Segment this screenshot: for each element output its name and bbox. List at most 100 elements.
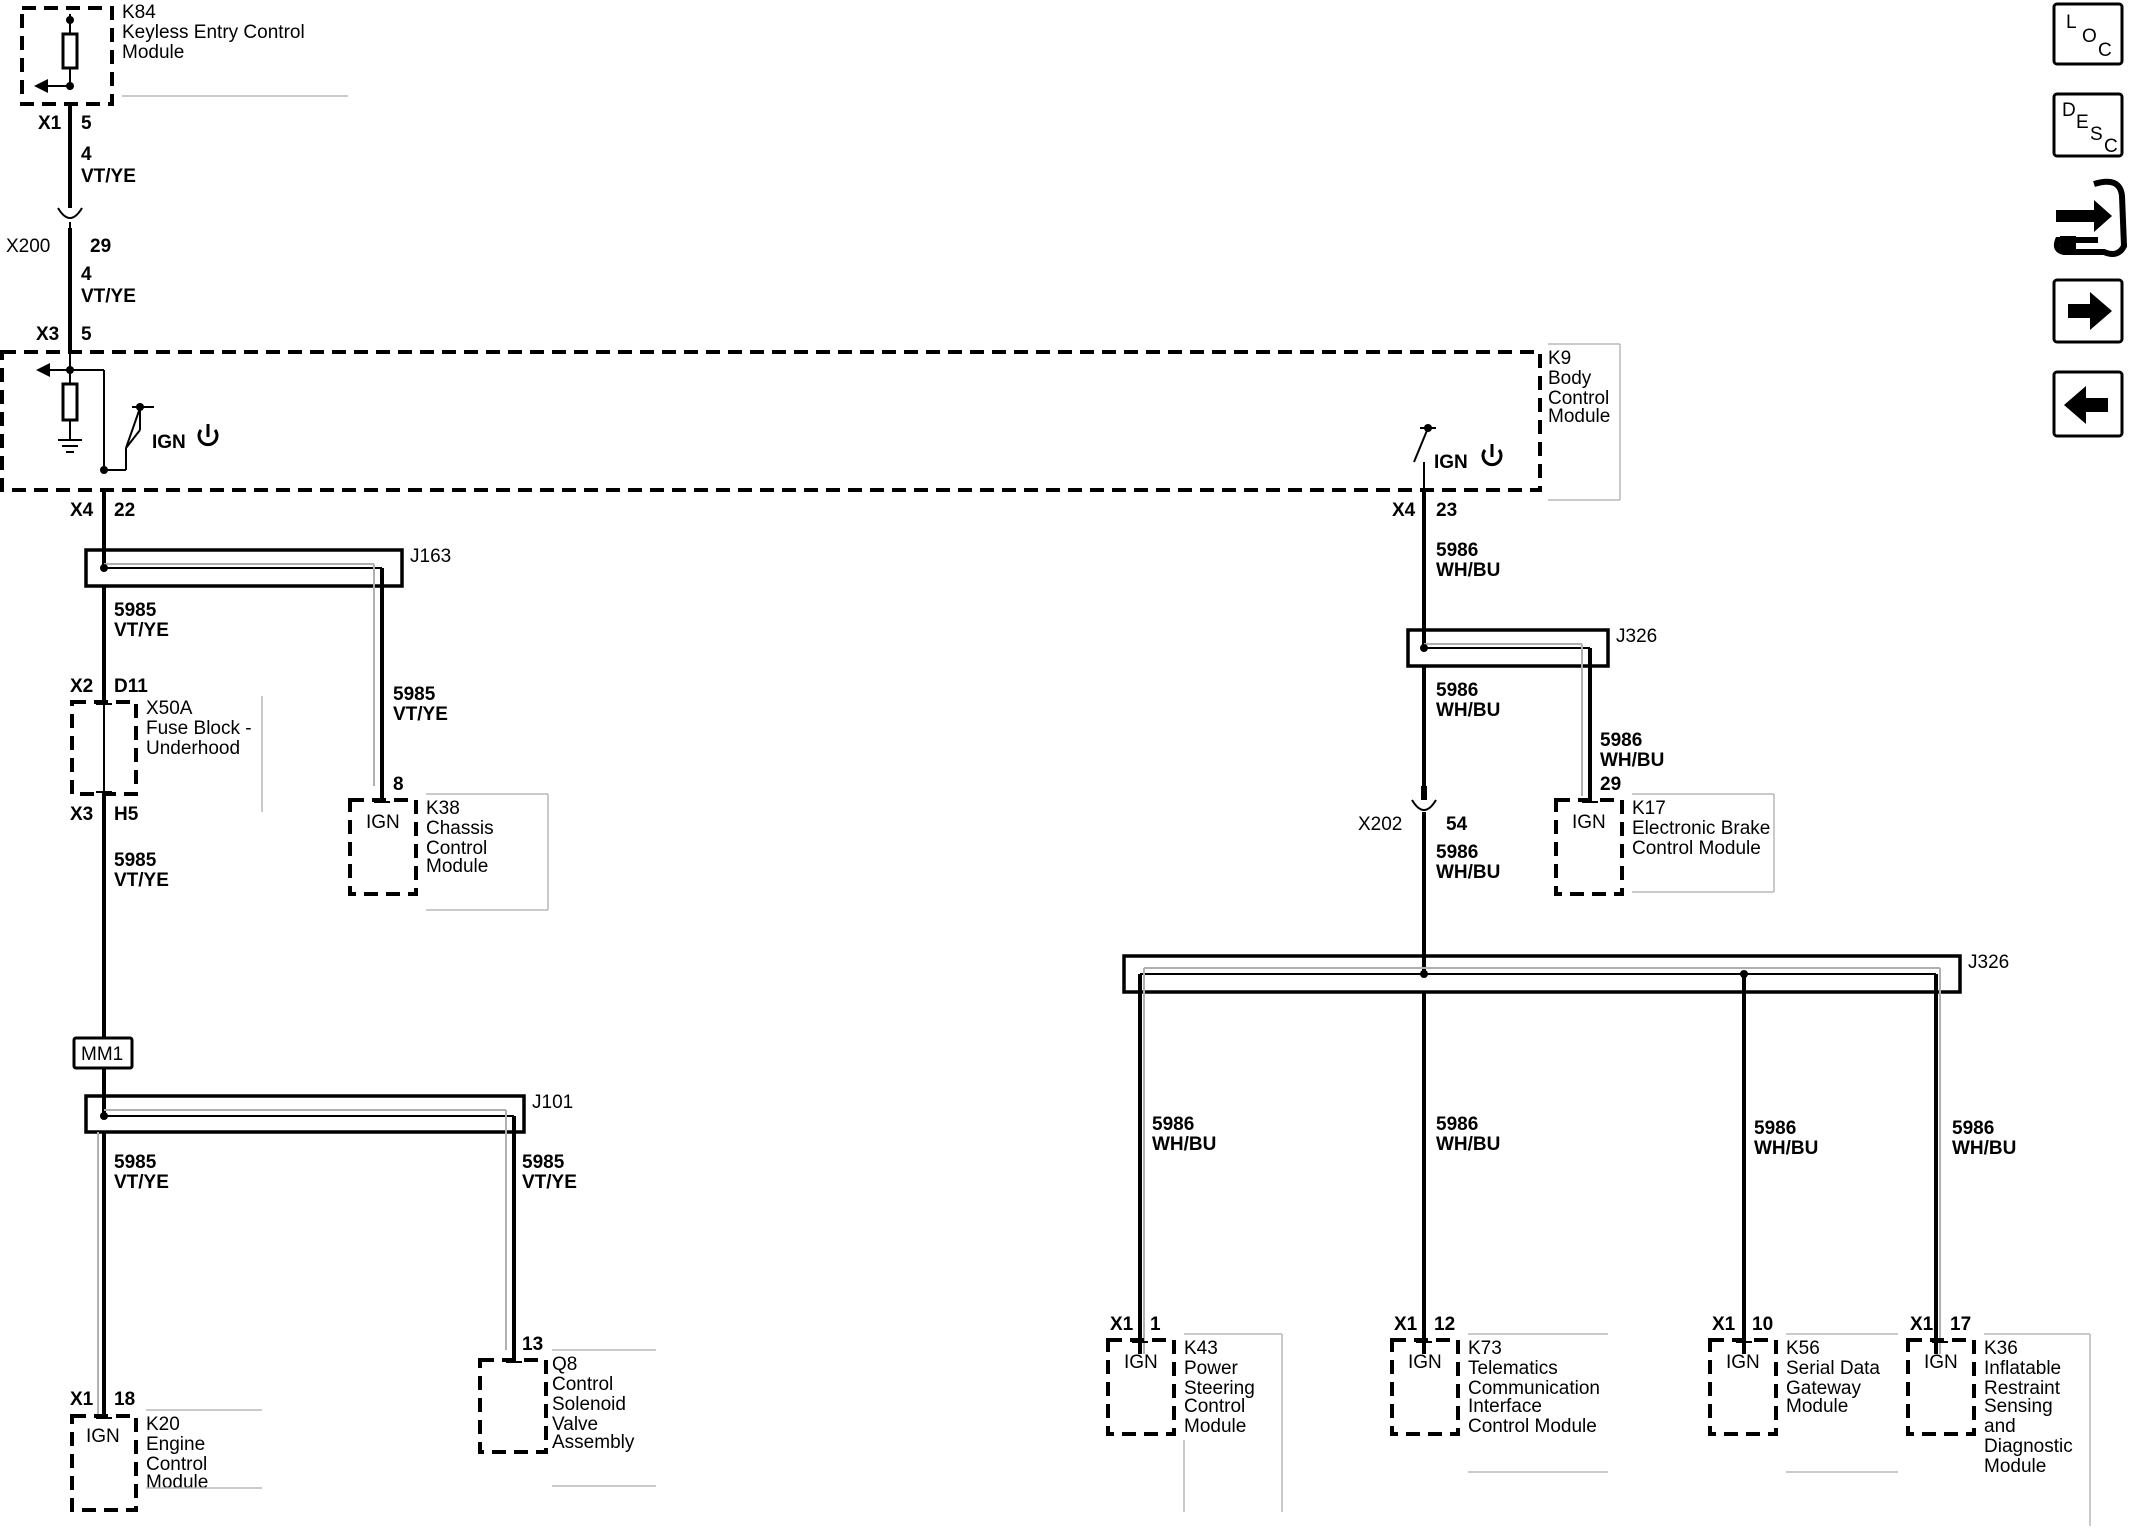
connector-x3-fuse-name: X3 bbox=[70, 804, 93, 825]
module-k56-name-2: Gateway bbox=[1786, 1378, 1861, 1399]
module-q8[interactable]: Q8 Control Solenoid Valve Assembly bbox=[478, 1349, 656, 1487]
module-k17[interactable]: IGN K17 Electronic Brake Control Module bbox=[1554, 793, 1775, 896]
module-k36-name-5: Diagnostic bbox=[1984, 1436, 2073, 1457]
connector-x1-k56-name: X1 bbox=[1712, 1314, 1736, 1335]
location-button[interactable]: L O C bbox=[2052, 2, 2124, 66]
module-k56[interactable]: IGN K56 Serial Data Gateway Module bbox=[1708, 1333, 1898, 1473]
module-k17-name-2: Control Module bbox=[1632, 838, 1761, 859]
module-k17-name-1: Electronic Brake bbox=[1632, 818, 1770, 839]
desc-d: D bbox=[2062, 100, 2076, 121]
connector-q8-pin: 13 bbox=[522, 1334, 543, 1355]
module-k36-name-4: and bbox=[1984, 1416, 2016, 1437]
module-k38-name-1: Chassis bbox=[426, 818, 494, 839]
wire-j326-x202-circuit: 5986 bbox=[1436, 680, 1478, 701]
module-k84-name-2: Module bbox=[122, 42, 184, 63]
wire-fuse-mm1-circuit: 5985 bbox=[114, 850, 157, 871]
module-k38[interactable]: IGN K38 Chassis Control Module bbox=[348, 793, 549, 911]
connector-x4-right-name: X4 bbox=[1392, 500, 1416, 521]
connector-x202[interactable]: X202 54 bbox=[1358, 786, 1468, 835]
wire-j101-k20-color: VT/YE bbox=[114, 1172, 169, 1193]
wire-x200-k9-circuit: 4 bbox=[81, 264, 92, 285]
module-k56-id: K56 bbox=[1786, 1338, 1820, 1359]
connector-x1-k43-name: X1 bbox=[1110, 1314, 1134, 1335]
connector-x4-left-name: X4 bbox=[70, 500, 94, 521]
module-k20-ign: IGN bbox=[86, 1426, 120, 1447]
connector-x1-k73-pin: 12 bbox=[1434, 1314, 1455, 1335]
module-k43-name-4: Module bbox=[1184, 1416, 1246, 1437]
module-k43-name-2: Steering bbox=[1184, 1378, 1255, 1399]
module-k20-name-3: Module bbox=[146, 1472, 208, 1493]
description-button[interactable]: D E S C bbox=[2052, 92, 2124, 158]
wire-k9-j326-circuit: 5986 bbox=[1436, 540, 1478, 561]
module-k56-name-1: Serial Data bbox=[1786, 1358, 1880, 1379]
connector-x1-k20-pin: 18 bbox=[114, 1389, 135, 1410]
connector-x1-k36-pin: 17 bbox=[1950, 1314, 1971, 1335]
previous-button[interactable] bbox=[2052, 370, 2124, 438]
wire-k73-circuit: 5986 bbox=[1436, 1114, 1478, 1135]
connector-mm1-label: MM1 bbox=[81, 1044, 123, 1065]
module-k73-ign: IGN bbox=[1408, 1352, 1442, 1373]
module-k36-name-1: Inflatable bbox=[1984, 1358, 2061, 1379]
connector-x2-fuse-name: X2 bbox=[70, 676, 93, 697]
wire-j326-x202-color: WH/BU bbox=[1436, 700, 1500, 721]
module-k73-name-4: Control Module bbox=[1468, 1416, 1597, 1437]
wire-j163-k38-circuit: 5985 bbox=[393, 684, 436, 705]
module-k84[interactable]: K84 Keyless Entry Control Module bbox=[20, 2, 348, 106]
connector-k38-pin: 8 bbox=[393, 774, 404, 795]
k9-left-ign-label: IGN bbox=[152, 432, 186, 453]
connector-x3-k9-name: X3 bbox=[36, 324, 59, 345]
connector-x200[interactable]: X200 29 bbox=[6, 207, 111, 257]
module-x50a[interactable]: X50A Fuse Block - Underhood bbox=[70, 696, 263, 812]
module-x50a-id: X50A bbox=[146, 698, 193, 719]
wire-k36-circuit: 5986 bbox=[1952, 1118, 1994, 1139]
wire-x200-k9-color: VT/YE bbox=[81, 286, 136, 307]
module-k17-ign: IGN bbox=[1572, 812, 1606, 833]
splice-j163-label: J163 bbox=[410, 546, 451, 567]
wire-j101-k20-circuit: 5985 bbox=[114, 1152, 157, 1173]
wire-j326-k17-color: WH/BU bbox=[1600, 750, 1664, 771]
loc-o: O bbox=[2082, 26, 2097, 47]
wire-x202-j326-color: WH/BU bbox=[1436, 862, 1500, 883]
wire-j101-q8-color: VT/YE bbox=[522, 1172, 577, 1193]
wire-k73-color: WH/BU bbox=[1436, 1134, 1500, 1155]
splice-j326-bottom[interactable]: J326 bbox=[1122, 952, 2009, 1354]
module-k36-name-6: Module bbox=[1984, 1456, 2046, 1477]
splice-j163[interactable]: J163 bbox=[84, 546, 451, 786]
next-button[interactable] bbox=[2052, 278, 2124, 344]
splice-j101-label: J101 bbox=[532, 1092, 573, 1113]
splice-j101[interactable]: J101 bbox=[84, 1092, 573, 1350]
module-k43[interactable]: IGN K43 Power Steering Control Module bbox=[1106, 1333, 1283, 1512]
desc-c: C bbox=[2104, 136, 2118, 157]
connector-tool-icon[interactable] bbox=[2053, 178, 2128, 257]
module-k9[interactable]: IGN IGN K9 Body Control Module bbox=[0, 343, 1621, 501]
module-k20[interactable]: IGN K20 Engine Control Module bbox=[70, 1409, 262, 1512]
module-x50a-name-1: Fuse Block - bbox=[146, 718, 252, 739]
arrow-right-icon bbox=[2068, 292, 2112, 330]
module-k17-id: K17 bbox=[1632, 798, 1666, 819]
connector-x2-fuse-pin: D11 bbox=[114, 676, 148, 697]
desc-e: E bbox=[2076, 112, 2089, 133]
desc-s: S bbox=[2090, 124, 2103, 145]
module-k9-name-3: Module bbox=[1548, 406, 1610, 427]
module-k20-name-1: Engine bbox=[146, 1434, 205, 1455]
splice-j326-top[interactable]: J326 bbox=[1406, 626, 1657, 796]
module-k56-name-3: Module bbox=[1786, 1396, 1848, 1417]
loc-l: L bbox=[2066, 12, 2077, 33]
module-k38-id: K38 bbox=[426, 798, 460, 819]
module-q8-id: Q8 bbox=[552, 1354, 577, 1375]
connector-x1-k43-pin: 1 bbox=[1150, 1314, 1161, 1335]
connector-mm1[interactable]: MM1 bbox=[72, 1036, 134, 1070]
connector-x1-k73-name: X1 bbox=[1394, 1314, 1418, 1335]
connector-x4-right-pin: 23 bbox=[1436, 500, 1457, 521]
module-k20-id: K20 bbox=[146, 1414, 180, 1435]
module-q8-name-2: Solenoid bbox=[552, 1394, 626, 1415]
connector-x200-name: X200 bbox=[6, 236, 50, 257]
connector-x4-left-pin: 22 bbox=[114, 500, 135, 521]
module-k20-name-2: Control bbox=[146, 1454, 207, 1475]
wire-k43-circuit: 5986 bbox=[1152, 1114, 1194, 1135]
module-k9-name-2: Control bbox=[1548, 388, 1609, 409]
wire-j163-down-circuit: 5985 bbox=[114, 600, 157, 621]
module-k36[interactable]: IGN K36 Inflatable Restraint Sensing and… bbox=[1906, 1333, 2091, 1526]
module-k73[interactable]: IGN K73 Telematics Communication Interfa… bbox=[1390, 1333, 1608, 1473]
wire-k56-circuit: 5986 bbox=[1754, 1118, 1796, 1139]
